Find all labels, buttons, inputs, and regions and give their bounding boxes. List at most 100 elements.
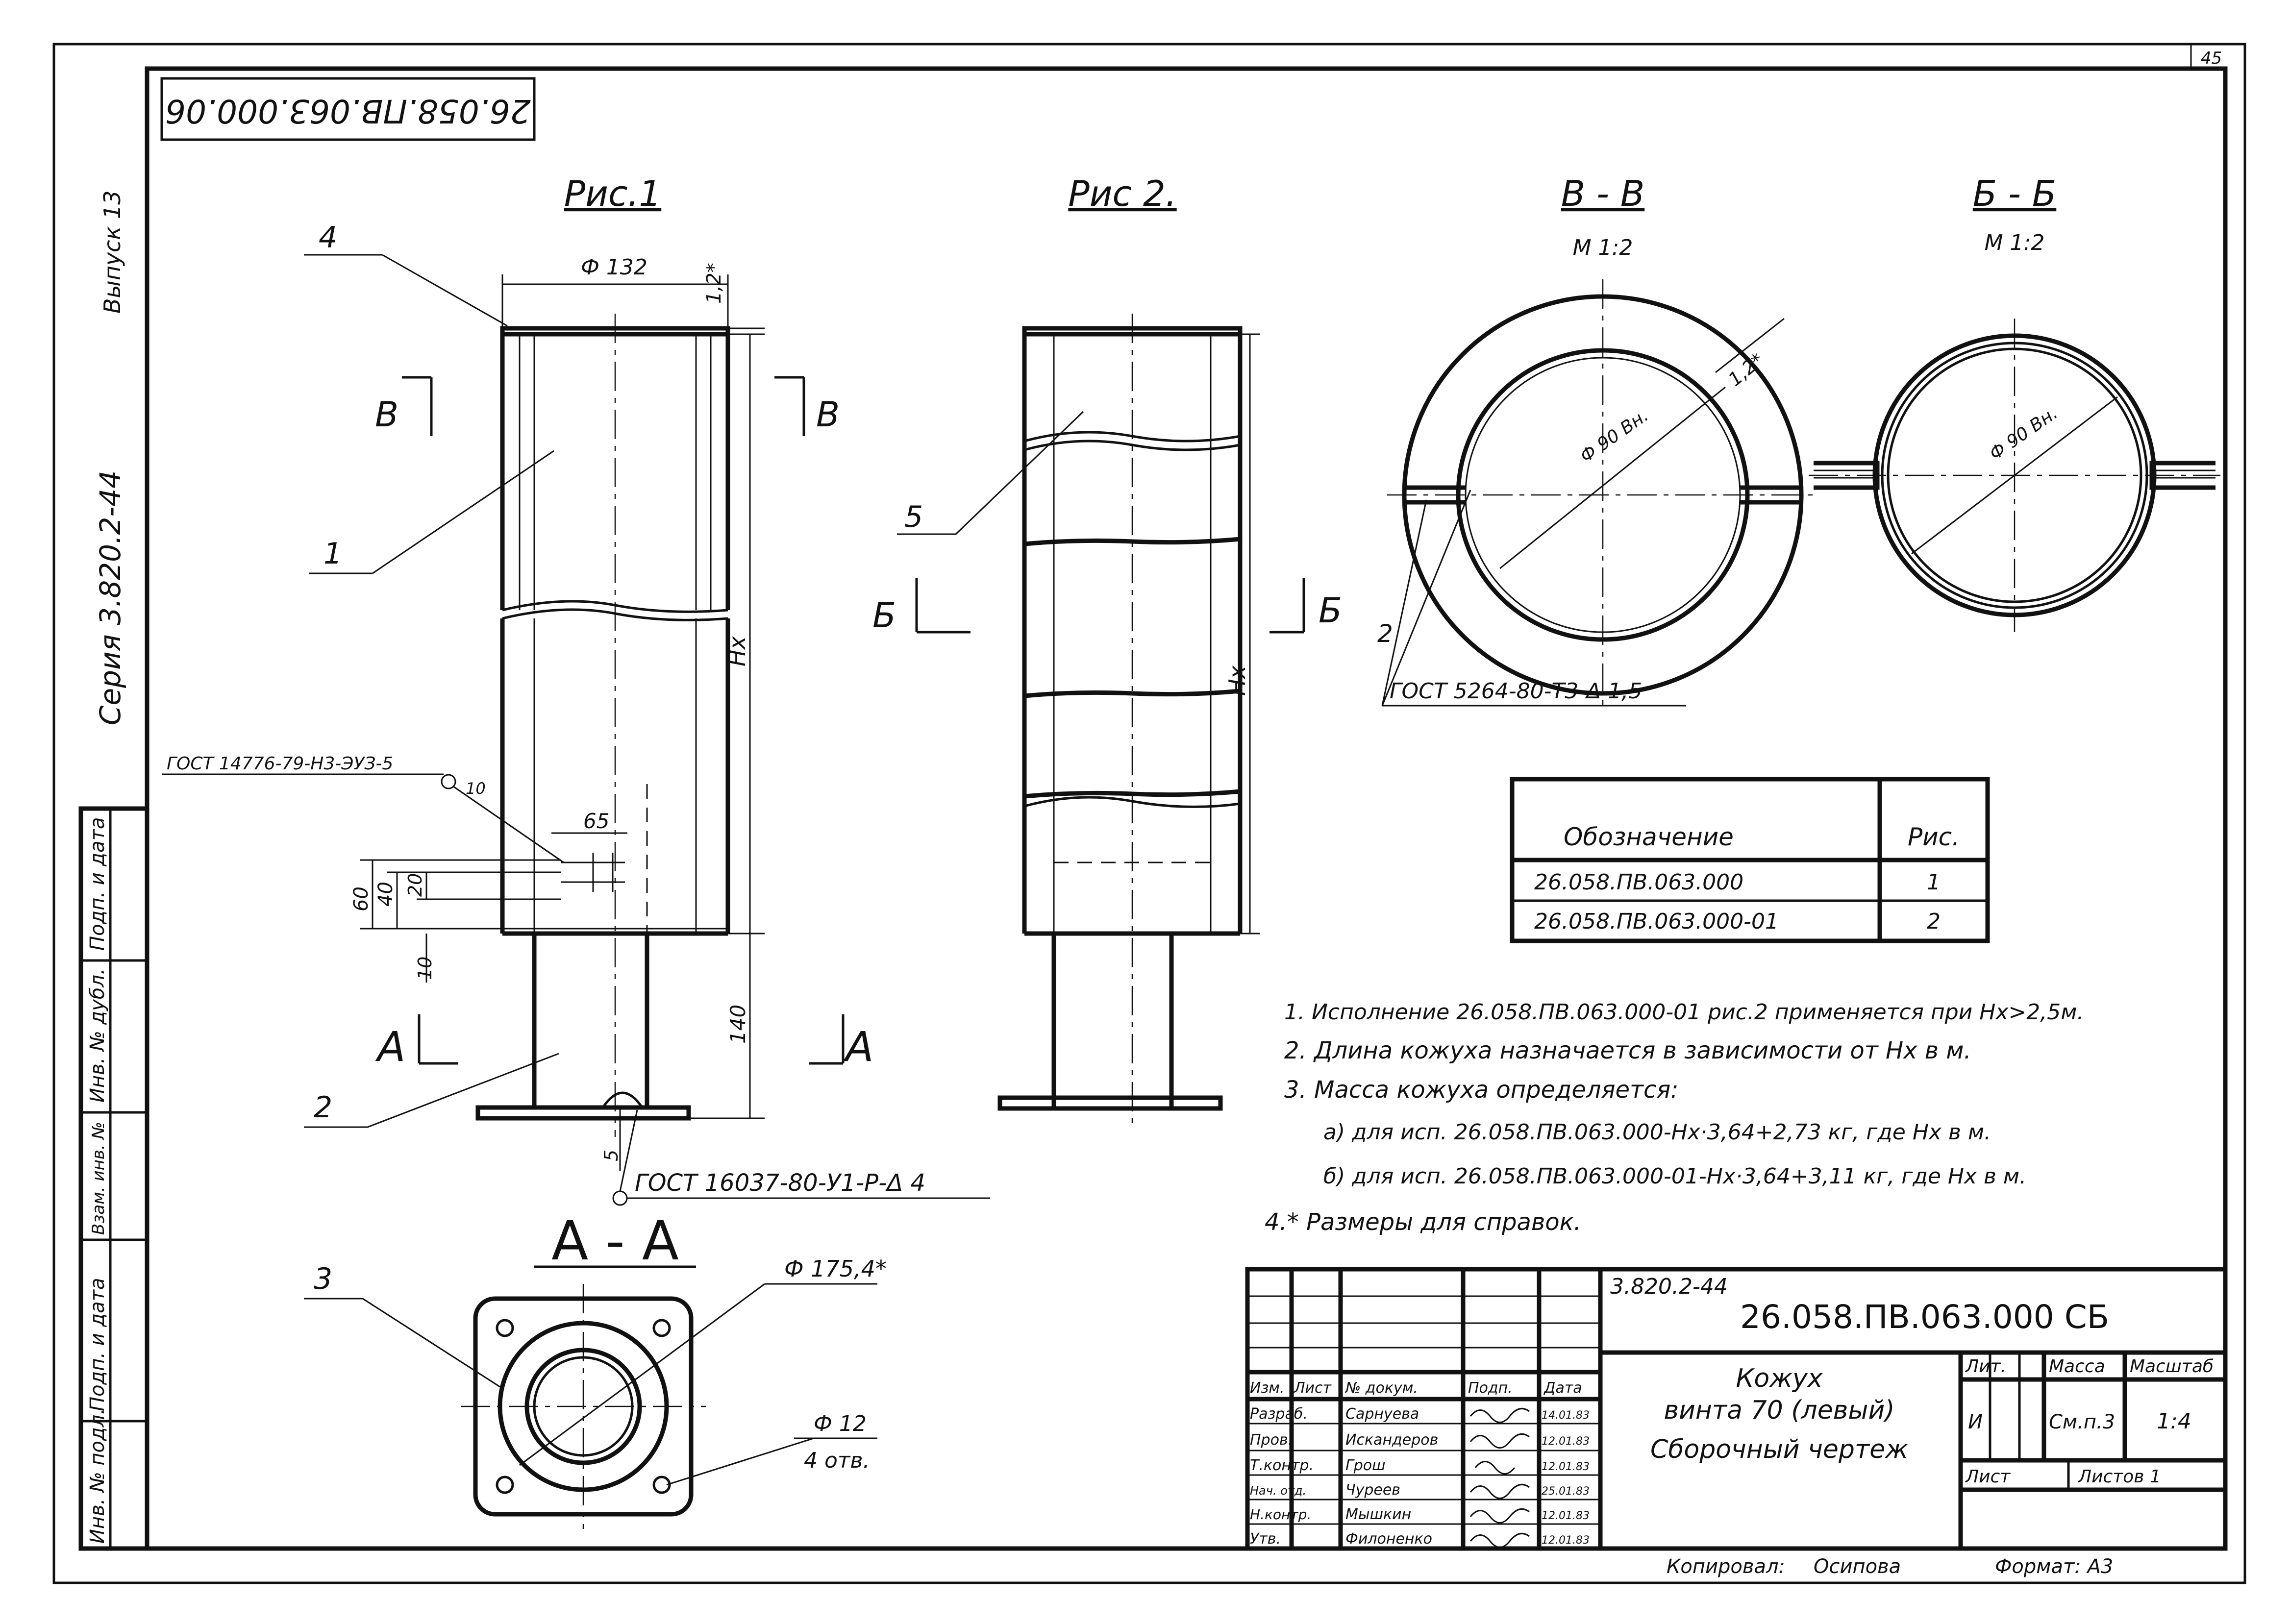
tb-name-6: Филоненко <box>1345 1530 1432 1548</box>
fig1-dimensions: Ф 132 1,2* Hx 140 65 60 40 20 10 5 ГОСТ … <box>162 221 990 1206</box>
tb-role-2: Пров. <box>1250 1431 1293 1449</box>
note-3b: б) для исп. 26.058.ПВ.063.000-01-Hx·3,64… <box>1323 1164 2026 1189</box>
fig1-d40: 40 <box>374 882 397 907</box>
side-cell-3: Взам. инв. № <box>89 1122 108 1235</box>
tb-role-4: Нач. отд. <box>1250 1484 1306 1498</box>
fig1-pos-2: 2 <box>314 1090 332 1125</box>
section-aa-title: А - А <box>551 1209 679 1272</box>
fig1-d65: 65 <box>583 809 609 833</box>
tb-hdr-sign: Подп. <box>1468 1379 1513 1397</box>
section-vv-dia: Ф 90 Вн. <box>1577 405 1652 467</box>
section-a-a: А - А Ф 175,4* Ф 12 4 отв. 3 <box>304 1209 887 1529</box>
section-bb-scale: М 1:2 <box>1985 230 2045 255</box>
note-2: 2. Длина кожуха назначается в зависимост… <box>1284 1037 1971 1064</box>
section-aa-pos-3: 3 <box>314 1262 332 1296</box>
fig2-pos-5: 5 <box>904 500 923 534</box>
side-cell-4: Подп. и дата <box>86 1278 109 1411</box>
section-v-v: В - В М 1:2 Ф 90 Вн. 1,2* 2 ГОСТ 5264-80… <box>1377 173 1818 711</box>
fig1-dim-12: 1,2* <box>703 263 725 304</box>
fig1-d20: 20 <box>404 873 426 897</box>
tb-name-1: Сарнуева <box>1345 1405 1419 1423</box>
format-label: Формат: А3 <box>1995 1555 2113 1578</box>
fig1-d10: 10 <box>414 957 436 980</box>
page-number: 45 <box>2201 49 2222 68</box>
tb-role-1: Разраб. <box>1250 1405 1308 1423</box>
note-1: 1. Исполнение 26.058.ПВ.063.000-01 рис.2… <box>1284 1000 2084 1025</box>
note-4: 4.* Размеры для справок. <box>1265 1208 1581 1236</box>
fig1-pos-1: 1 <box>324 537 342 571</box>
tb-hdr-izm: Изм. <box>1250 1379 1285 1397</box>
fig1-d60: 60 <box>350 886 373 911</box>
fig1-section-a-right: А <box>843 1023 873 1071</box>
tb-scale-value: 1:4 <box>2157 1409 2191 1434</box>
tb-name-3: Грош <box>1345 1457 1386 1474</box>
notes: 1. Исполнение 26.058.ПВ.063.000-01 рис.2… <box>1265 1000 2084 1236</box>
fig1-gost-bottom: ГОСТ 16037-80-У1-Р-Δ 4 <box>635 1169 925 1197</box>
side-issue: Выпуск 13 <box>99 191 125 314</box>
tb-sheet-label: Лист <box>1965 1467 2011 1487</box>
side-strip: Серия 3.820.2-44 Выпуск 13 Подп. и дата … <box>78 191 149 1551</box>
fig1-d140: 140 <box>726 1005 750 1044</box>
copied-label: Копировал: <box>1667 1555 1785 1578</box>
fig1-d5: 5 <box>600 1150 622 1161</box>
note-3: 3. Масса кожуха определяется: <box>1284 1076 1678 1104</box>
tb-date-6: 12.01.83 <box>1542 1534 1590 1547</box>
side-cell-2: Инв. № дубл. <box>86 968 109 1103</box>
tb-mass-value: См.п.3 <box>2049 1411 2115 1433</box>
section-vv-pos-2: 2 <box>1377 619 1393 648</box>
section-b-b: Б - Б М 1:2 Ф 90 Вн. <box>1809 173 2220 632</box>
figure-2: Рис 2. Hx Б Б 5 <box>872 173 1342 1127</box>
tb-series: 3.820.2-44 <box>1610 1274 1728 1299</box>
tb-scale-label: Масштаб <box>2130 1356 2214 1377</box>
section-aa-holes-count: 4 отв. <box>804 1448 870 1473</box>
rotated-code-box: 26.058.ПВ.063.000.06 <box>160 77 536 141</box>
fig1-section-b-right: В <box>816 394 840 435</box>
section-vv-scale: М 1:2 <box>1573 235 1633 260</box>
section-aa-hole: Ф 12 <box>814 1411 867 1436</box>
figure-1: Рис.1 <box>475 173 730 1137</box>
tb-sheets-label: Листов 1 <box>2077 1467 2161 1487</box>
fig2-section-b-left: Б <box>872 595 896 636</box>
fig1-pos-4: 4 <box>319 221 337 255</box>
tb-hdr-list: Лист <box>1294 1379 1332 1397</box>
table-row-1-fig: 1 <box>1927 870 1941 895</box>
fig1-gost-weld-num: 10 <box>466 779 486 798</box>
note-3a: а) для исп. 26.058.ПВ.063.000-Hx·3,64+2,… <box>1323 1120 1991 1145</box>
table-row-2-designation: 26.058.ПВ.063.000-01 <box>1534 909 1779 934</box>
fig2-hx-label: Hx <box>1224 665 1250 696</box>
copied-name: Осипова <box>1814 1555 1901 1578</box>
tb-role-3: Т.контр. <box>1250 1457 1314 1474</box>
tb-date-3: 12.01.83 <box>1542 1461 1590 1473</box>
tb-name-2: Искандеров <box>1345 1431 1438 1449</box>
tb-name-4: Чуреев <box>1345 1481 1400 1499</box>
tb-name-line2: винта 70 (левый) <box>1664 1396 1894 1425</box>
tb-name-5: Мышкин <box>1345 1506 1411 1523</box>
table-row-1-designation: 26.058.ПВ.063.000 <box>1534 870 1743 895</box>
fig1-gost-weld: ГОСТ 14776-79-Н3-ЭУЗ-5 <box>167 754 393 774</box>
tb-name-line1: Кожух <box>1736 1364 1823 1393</box>
tb-role-6: Утв. <box>1250 1530 1281 1548</box>
tb-lit-label: Лит. <box>1965 1356 2006 1377</box>
fig1-hx-label: Hx <box>724 636 750 666</box>
tb-date-2: 12.01.83 <box>1542 1435 1590 1448</box>
fig1-title: Рис.1 <box>564 173 662 214</box>
section-bb-dia: Ф 90 Вн. <box>1986 403 2062 464</box>
table-header-designation: Обозначение <box>1564 823 1734 851</box>
side-cell-5: Инв. № подл. <box>86 1408 109 1544</box>
fig1-section-a-left: А <box>375 1023 405 1071</box>
tb-date-4: 25.01.83 <box>1542 1485 1590 1498</box>
section-vv-dim: 1,2* <box>1724 349 1768 391</box>
tb-lit-value: И <box>1968 1411 1983 1433</box>
side-series: Серия 3.820.2-44 <box>94 470 127 725</box>
title-block: Изм. Лист № докум. Подп. Дата Разраб. Са… <box>1245 1267 2228 1551</box>
section-bb-title: Б - Б <box>1973 173 2057 214</box>
tb-role-5: Н.контр. <box>1250 1506 1311 1523</box>
tb-name-line3: Сборочный чертеж <box>1650 1435 1908 1464</box>
rotated-code: 26.058.ПВ.063.000.06 <box>165 92 531 130</box>
tb-date-5: 12.01.83 <box>1542 1510 1590 1522</box>
tb-code: 26.058.ПВ.063.000 СБ <box>1740 1298 2109 1336</box>
table-header-fig: Рис. <box>1908 823 1960 851</box>
fig1-section-b-left: В <box>375 394 398 435</box>
fig2-section-b-right: Б <box>1319 591 1342 631</box>
